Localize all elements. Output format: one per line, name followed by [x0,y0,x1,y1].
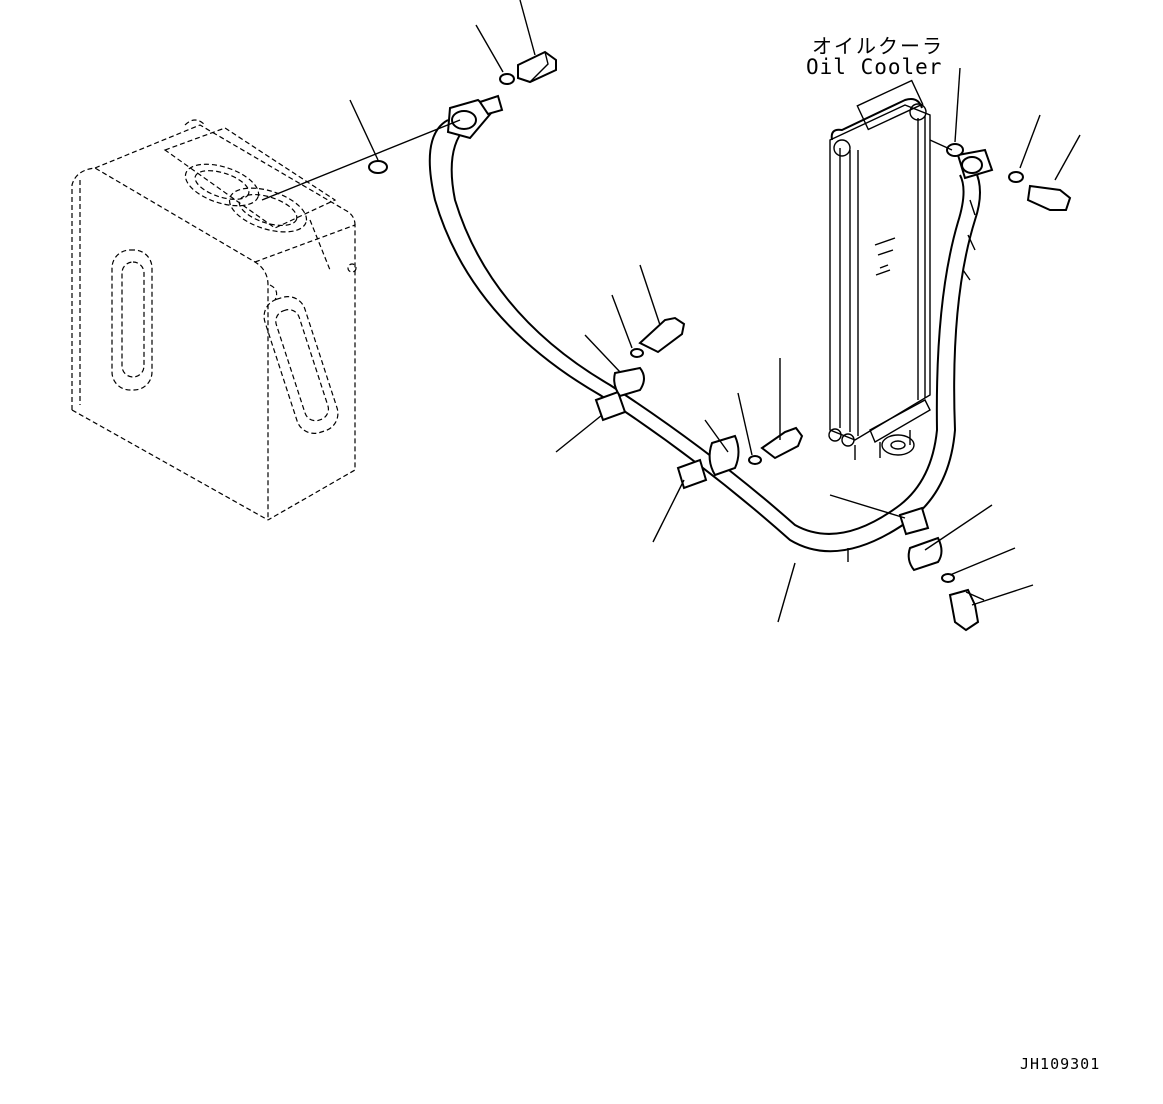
bolt [517,50,1072,632]
leader-lines [261,0,1081,623]
hydraulic-tank [71,119,357,521]
oil-cooler-label-en: Oil Cooler [806,55,943,79]
oil-cooler-label-jp: オイルクーラ [812,34,944,58]
drawing-code: JH109301 [1020,1055,1101,1073]
clamp [594,366,943,572]
hose [428,94,994,562]
o-ring [368,143,964,174]
oil-cooler [828,79,931,460]
washer [499,73,1024,583]
